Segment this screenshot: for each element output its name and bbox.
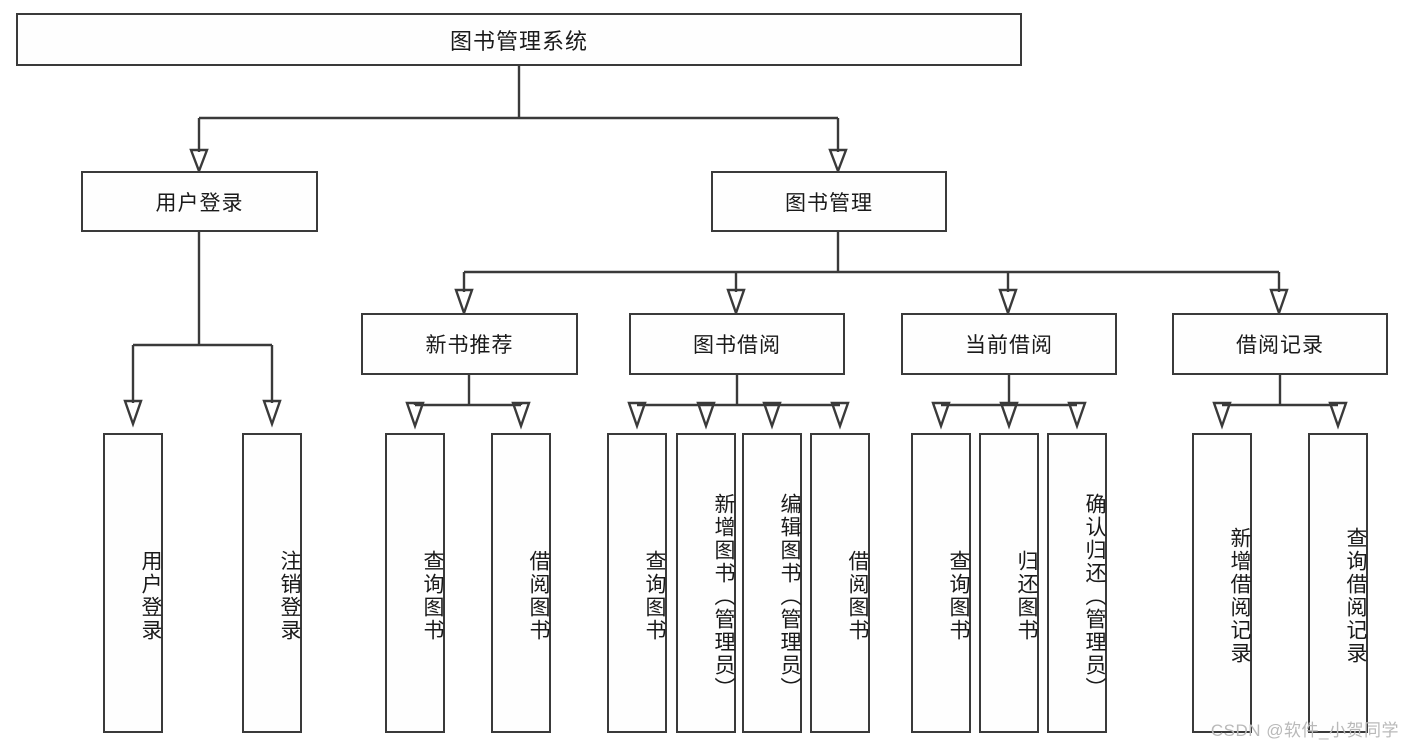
node-new-book-rec[interactable]: 新书推荐 xyxy=(361,313,578,375)
leaf-query-book-borrow[interactable]: 查询图书 xyxy=(607,433,667,733)
node-book-manage[interactable]: 图书管理 xyxy=(711,171,947,232)
leaf-add-borrow-record[interactable]: 新增借阅记录 xyxy=(1192,433,1252,733)
node-label: 用户登录 xyxy=(155,191,244,215)
leaf-borrow-book-new-rec[interactable]: 借阅图书 xyxy=(491,433,551,733)
leaf-borrow-book-2[interactable]: 借阅图书 xyxy=(810,433,870,733)
node-label: 图书管理 xyxy=(785,191,873,215)
leaf-logout-login[interactable]: 注销登录 xyxy=(242,433,302,733)
node-label: 借阅记录 xyxy=(1236,334,1324,357)
leaf-user-login[interactable]: 用户登录 xyxy=(103,433,163,733)
node-label: 图书借阅 xyxy=(693,334,781,357)
leaf-edit-book-admin[interactable]: 编辑图书（管理员） xyxy=(742,433,802,733)
node-root-图书管理系统[interactable]: 图书管理系统 xyxy=(16,13,1022,66)
node-label: 新书推荐 xyxy=(425,334,514,357)
leaf-add-book-admin[interactable]: 新增图书（管理员） xyxy=(676,433,736,733)
leaf-query-book-current[interactable]: 查询图书 xyxy=(911,433,971,733)
leaf-query-borrow-record[interactable]: 查询借阅记录 xyxy=(1308,433,1368,733)
node-label: 图书管理系统 xyxy=(449,28,588,54)
node-current-borrow[interactable]: 当前借阅 xyxy=(901,313,1117,375)
node-label: 当前借阅 xyxy=(965,334,1053,357)
leaf-query-book-new-rec[interactable]: 查询图书 xyxy=(385,433,445,733)
node-user-login[interactable]: 用户登录 xyxy=(81,171,318,232)
node-borrow-record[interactable]: 借阅记录 xyxy=(1172,313,1388,375)
node-book-borrow[interactable]: 图书借阅 xyxy=(629,313,845,375)
leaf-return-book[interactable]: 归还图书 xyxy=(979,433,1039,733)
leaf-confirm-return-admin[interactable]: 确认归还（管理员） xyxy=(1047,433,1107,733)
